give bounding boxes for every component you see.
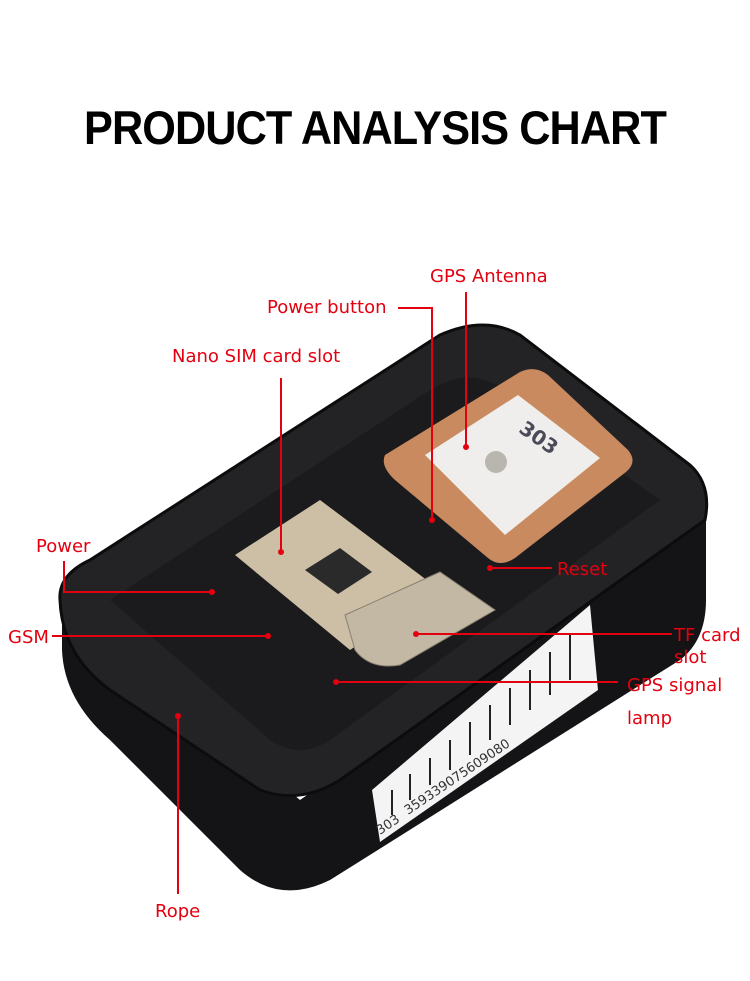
- device-side: [62, 520, 706, 891]
- label-power-button: Power button: [267, 297, 387, 318]
- label-tf-card-line2: slot: [674, 647, 706, 668]
- label-gps-antenna: GPS Antenna: [430, 266, 548, 287]
- label-reset: Reset: [557, 559, 607, 580]
- label-gps-signal-line1: GPS signal: [627, 675, 722, 696]
- label-rope: Rope: [155, 901, 200, 922]
- gps-tracker-device: 303 303 359339075609080: [58, 323, 709, 891]
- label-gsm: GSM: [8, 627, 49, 648]
- label-tf-card-line1: TF card: [673, 625, 741, 646]
- page-title: PRODUCT ANALYSIS CHART: [84, 101, 667, 154]
- leader-lines: [52, 292, 672, 894]
- label-power: Power: [36, 536, 91, 557]
- tf-card-slot: [344, 571, 496, 667]
- power-leader: [63, 561, 211, 593]
- label-nano-sim: Nano SIM card slot: [172, 346, 340, 367]
- power-button-leader: [398, 307, 433, 519]
- label-gps-signal-line2: lamp: [627, 708, 672, 729]
- gps-antenna-patch: 303: [383, 369, 633, 563]
